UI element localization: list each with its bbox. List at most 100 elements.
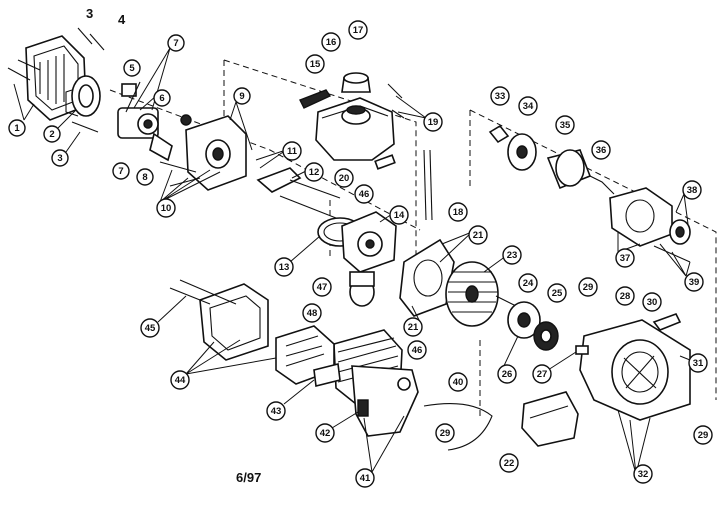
callout-balloon [348,20,368,40]
callout-balloon [502,245,522,265]
callout-number: 25 [552,288,563,299]
callout-balloon [389,205,409,225]
callout-number: 36 [596,145,607,156]
callout-number: 3 [57,153,62,164]
callout-number: 40 [453,377,464,388]
callout-balloon [682,180,702,200]
part-muffler [275,325,341,387]
part-engine-block [333,271,419,437]
callout-c47: 47 [312,277,332,297]
callout-c29c: 29 [693,425,713,445]
callout-number: 43 [271,406,282,417]
callout-number: 33 [495,91,506,102]
callout-number: 12 [309,167,320,178]
callout-number: 27 [537,369,548,380]
callout-balloon [136,168,154,186]
callout-balloon [112,162,130,180]
callout-number: 20 [339,173,350,184]
part-lower-guard [521,391,579,447]
callout-balloon [684,272,704,292]
part-fuel-line [423,403,493,451]
callout-balloon [266,401,286,421]
callout-balloon [274,257,294,277]
callout-c22: 22 [499,453,519,473]
callout-balloon [304,162,324,182]
callout-c28: 28 [615,286,635,306]
part-flywheel [445,261,499,327]
callout-c37: 37 [615,248,635,268]
part-intake-block [159,114,247,191]
callout-c46a: 46 [354,184,374,204]
callout-balloon [43,125,61,143]
callout-c7a: 7 [167,34,185,52]
callout-balloon [140,318,160,338]
part-clutch [495,295,559,351]
callout-number: 26 [502,369,513,380]
callout-balloon [355,468,375,488]
callout-c16: 16 [321,32,341,52]
callout-number: 1 [14,123,20,134]
callout-balloon [403,317,423,337]
callout-number: 37 [620,253,631,264]
callout-balloon [8,119,26,137]
callout-balloon [167,34,185,52]
callout-balloon [490,86,510,106]
callout-c6: 6 [153,89,171,107]
part-clutch-housing [609,187,691,263]
part-filter-element [65,75,101,117]
callout-number: 10 [161,203,172,214]
assembly-guide-lines [109,59,717,420]
callout-balloon [354,184,374,204]
callout-c43: 43 [266,401,286,421]
top-number-4: 4 [118,12,126,27]
callout-balloon [315,423,335,443]
callout-c15: 15 [305,54,325,74]
callout-balloon [591,140,611,160]
callout-balloon [423,112,443,132]
part-flywheel-housing [399,238,455,317]
callout-c3: 3 [51,149,69,167]
part-tank-rods [387,83,433,221]
callout-balloon [642,292,662,312]
callout-c39: 39 [684,272,704,292]
callout-number: 39 [689,277,700,288]
callout-c5: 5 [123,59,141,77]
callout-number: 32 [638,469,649,480]
callout-c36: 36 [591,140,611,160]
callout-c46b: 46 [407,340,427,360]
callout-number: 21 [473,230,484,241]
callout-number: 42 [320,428,331,439]
callout-balloon [321,32,341,52]
callout-c9: 9 [233,87,251,105]
leader-lines [13,47,691,475]
callout-balloon [518,273,538,293]
callout-balloon [282,141,302,161]
part-bolt-20 [374,154,396,170]
callout-number: 18 [453,207,464,218]
callout-c33: 33 [490,86,510,106]
callout-c23: 23 [502,245,522,265]
callout-balloon [615,286,635,306]
callout-c13: 13 [274,257,294,277]
callout-c14: 14 [389,205,409,225]
callout-number: 9 [239,91,244,102]
callout-balloon [547,283,567,303]
callout-balloon [233,87,251,105]
callout-number: 2 [49,129,54,140]
callout-balloon [334,168,354,188]
callout-c20: 20 [334,168,354,188]
callout-c31: 31 [688,353,708,373]
callout-number: 24 [523,278,534,289]
callout-balloon [51,149,69,167]
callout-number: 46 [359,189,370,200]
callout-number: 35 [560,120,571,131]
callout-number: 13 [279,262,290,273]
callout-c2: 2 [43,125,61,143]
callout-balloon [448,372,468,392]
callout-balloon [518,96,538,116]
callout-balloon [448,202,468,222]
callout-number: 8 [142,172,147,183]
callout-number: 21 [408,322,419,333]
callout-balloon [688,353,708,373]
callout-number: 30 [647,297,658,308]
